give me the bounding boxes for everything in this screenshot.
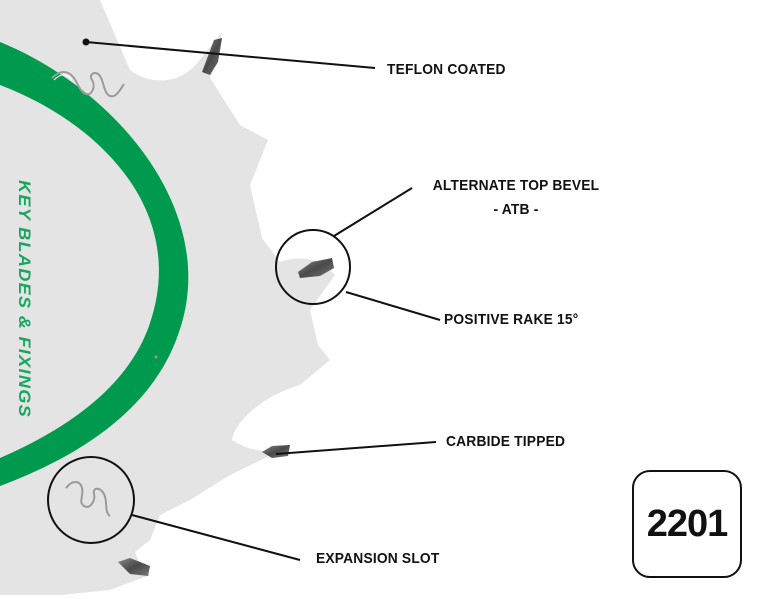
green-ring	[0, 42, 189, 486]
label-positive-rake: POSITIVE RAKE 15°	[444, 311, 579, 328]
expansion-magnifier-circle	[47, 456, 135, 544]
label-expansion-slot: EXPANSION SLOT	[316, 550, 440, 567]
expansion-leader-line	[131, 514, 301, 561]
expansion-slot-top-inner	[53, 74, 73, 81]
tip-top	[202, 38, 222, 75]
label-atb-line1: ALTERNATE TOP BEVEL	[432, 177, 600, 194]
tip-bottom	[118, 558, 150, 576]
tip-carbide	[262, 445, 290, 458]
blade-dot	[154, 355, 158, 359]
model-number: 2201	[646, 502, 729, 545]
model-number-badge: 2201	[632, 470, 742, 578]
label-teflon-coated: TEFLON COATED	[387, 61, 506, 78]
teflon-leader-line	[85, 41, 376, 69]
atb-leader-line	[333, 187, 413, 237]
expansion-slot-top	[51, 71, 125, 98]
atb-magnifier-circle	[275, 229, 351, 305]
brand-text: KEY BLADES & FIXINGS	[15, 180, 34, 418]
label-atb-line2: - ATB -	[493, 201, 539, 218]
carbide-leader-line	[275, 441, 437, 455]
expansion-slot-bottom	[65, 481, 111, 517]
tip-atb	[298, 258, 334, 278]
label-carbide-tipped: CARBIDE TIPPED	[446, 433, 566, 450]
rake-leader-line	[345, 291, 441, 321]
